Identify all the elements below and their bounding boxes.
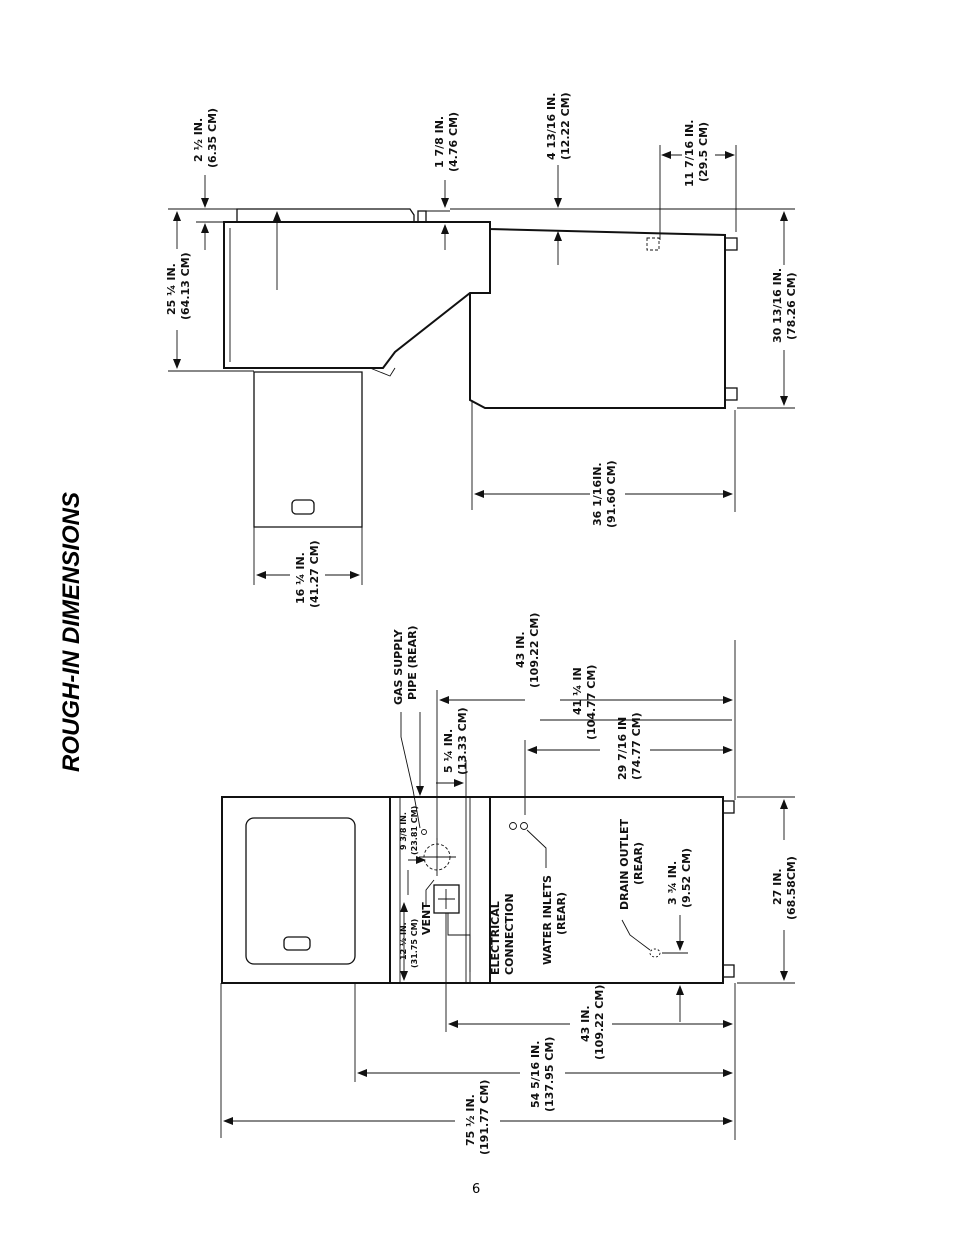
- vent-label: VENT: [420, 902, 433, 935]
- front-drawer: [221, 796, 391, 984]
- water-inlets-label-1: WATER INLETS: [541, 875, 554, 965]
- dim-2-5-cm: (6.35 CM): [206, 108, 219, 168]
- dim-2-5-in: 2 ½ IN.: [192, 118, 205, 162]
- dim-36-cm: (91.60 CM): [605, 460, 618, 528]
- side-view: 25 ¼ IN. (64.13 CM) 2 ½ IN. (6.35 CM) 1 …: [165, 92, 798, 608]
- dim-12-cm: (31.75 CM): [410, 919, 419, 968]
- drawer-handle: [291, 499, 315, 515]
- drain-outlet-label-2: (REAR): [632, 842, 645, 885]
- dim-5-in: 5 ¼ IN.: [442, 729, 455, 773]
- side-upper-cabinet: [223, 221, 491, 369]
- side-main-cabinet: [469, 222, 726, 409]
- electrical-label-1: ELECTRICAL: [489, 901, 502, 975]
- dim-1-7-8-cm: (4.76 CM): [447, 112, 460, 172]
- dim-12-in: 12 ½ IN.: [398, 922, 408, 960]
- dim-43a-in: 43 IN.: [514, 631, 527, 668]
- dim-75-cm: (191.77 CM): [478, 1080, 491, 1155]
- gas-supply-label-1: GAS SUPPLY: [392, 628, 405, 705]
- dim-9-in: 9 3/8 IN.: [399, 812, 408, 850]
- side-lower-drawer: [253, 371, 363, 528]
- water-inlet-1: [509, 822, 517, 830]
- side-top-lid: [236, 208, 415, 223]
- dim-43b-cm: (109.22 CM): [593, 985, 606, 1060]
- water-inlet-2: [520, 822, 528, 830]
- dim-11-7-16-cm: (29.5 CM): [697, 122, 710, 182]
- electrical-label-2: CONNECTION: [503, 893, 516, 975]
- front-drawer-handle: [283, 936, 311, 951]
- gas-supply-label-2: PIPE (REAR): [406, 625, 419, 700]
- dim-5-cm: (13.33 CM): [456, 707, 469, 775]
- dim-75-in: 75 ½ IN.: [464, 1094, 477, 1146]
- dim-16-cm: (41.27 CM): [308, 540, 321, 608]
- dim-16-in: 16 ¼ IN.: [294, 552, 307, 604]
- front-main-body: [489, 796, 724, 984]
- dim-30-in: 30 13/16 IN.: [771, 268, 784, 343]
- dim-54-in: 54 5/16 IN.: [529, 1041, 542, 1108]
- dim-11-7-16-in: 11 7/16 IN.: [683, 120, 696, 187]
- drain-outlet: [649, 948, 661, 958]
- dim-4-13-16-cm: (12.22 CM): [559, 92, 572, 160]
- dim-9-cm: (23.81 CM): [410, 806, 419, 855]
- drain-outlet-label-1: DRAIN OUTLET: [618, 818, 631, 910]
- page-title: ROUGH-IN DIMENSIONS: [58, 492, 85, 772]
- dim-43a-cm: (109.22 CM): [528, 613, 541, 688]
- page-number: 6: [472, 1182, 480, 1197]
- dim-41-in: 41 ¼ IN: [571, 667, 584, 715]
- dim-25-in: 25 ¼ IN.: [165, 263, 178, 315]
- dim-36-in: 36 1/16IN.: [591, 462, 604, 526]
- dim-3-in: 3 ¾ IN.: [666, 861, 679, 905]
- dim-54-cm: (137.95 CM): [543, 1037, 556, 1112]
- dim-25-cm: (64.13 CM): [179, 252, 192, 320]
- dim-1-7-8-in: 1 7/8 IN.: [433, 116, 446, 168]
- dim-29-in: 29 7/16 IN: [616, 717, 629, 780]
- dim-4-13-16-in: 4 13/16 IN.: [545, 93, 558, 160]
- front-view: GAS SUPPLY PIPE (REAR) 43 IN. (109.22 CM…: [220, 613, 798, 1155]
- dim-41-cm: (104.77 CM): [585, 665, 598, 740]
- vent-box: [433, 884, 460, 914]
- dim-3-cm: (9.52 CM): [680, 848, 693, 908]
- dim-27-in: 27 IN.: [771, 868, 784, 905]
- water-inlets-label-2: (REAR): [555, 892, 568, 935]
- dim-29-cm: (74.77 CM): [630, 712, 643, 780]
- dim-30-cm: (78.26 CM): [785, 272, 798, 340]
- dim-43b-in: 43 IN.: [579, 1005, 592, 1042]
- dim-27-cm: (68.58CM): [785, 856, 798, 920]
